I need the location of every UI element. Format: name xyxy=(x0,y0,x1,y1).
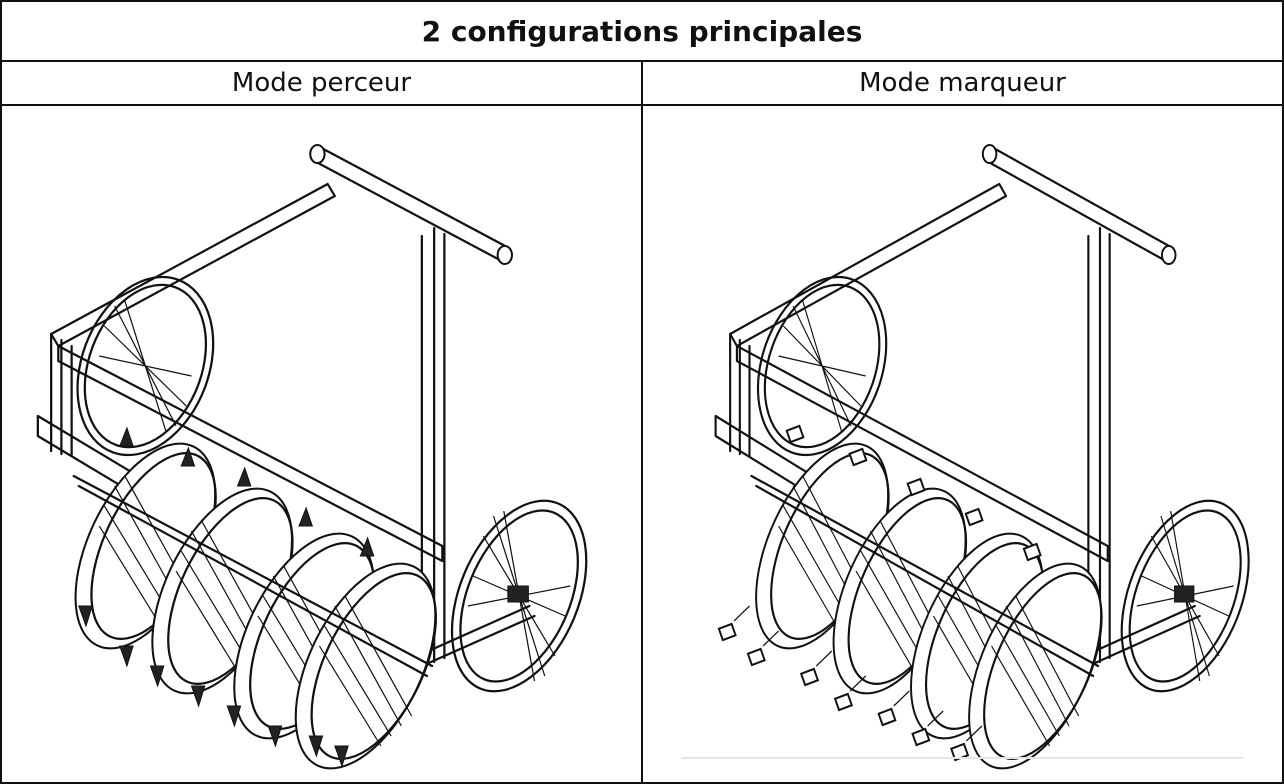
rear-wheel xyxy=(76,275,215,457)
rear-wheel xyxy=(756,275,888,457)
perceur-image-cell xyxy=(0,104,643,784)
handle-bar xyxy=(309,144,513,265)
column-header-marqueur: Mode marqueur xyxy=(641,60,1284,106)
marqueur-image-cell xyxy=(641,104,1284,784)
spike-rollers xyxy=(72,426,437,770)
table-title: 2 configurations principales xyxy=(0,0,1284,62)
marker-pad-cart-drawing xyxy=(681,144,1250,770)
marker-rollers xyxy=(717,424,1103,770)
front-wheel xyxy=(1120,499,1250,693)
column-header-perceur: Mode perceur xyxy=(0,60,643,106)
spike-aerator-cart-drawing xyxy=(36,144,588,770)
handle-bar xyxy=(981,144,1177,265)
front-wheel xyxy=(450,499,588,693)
